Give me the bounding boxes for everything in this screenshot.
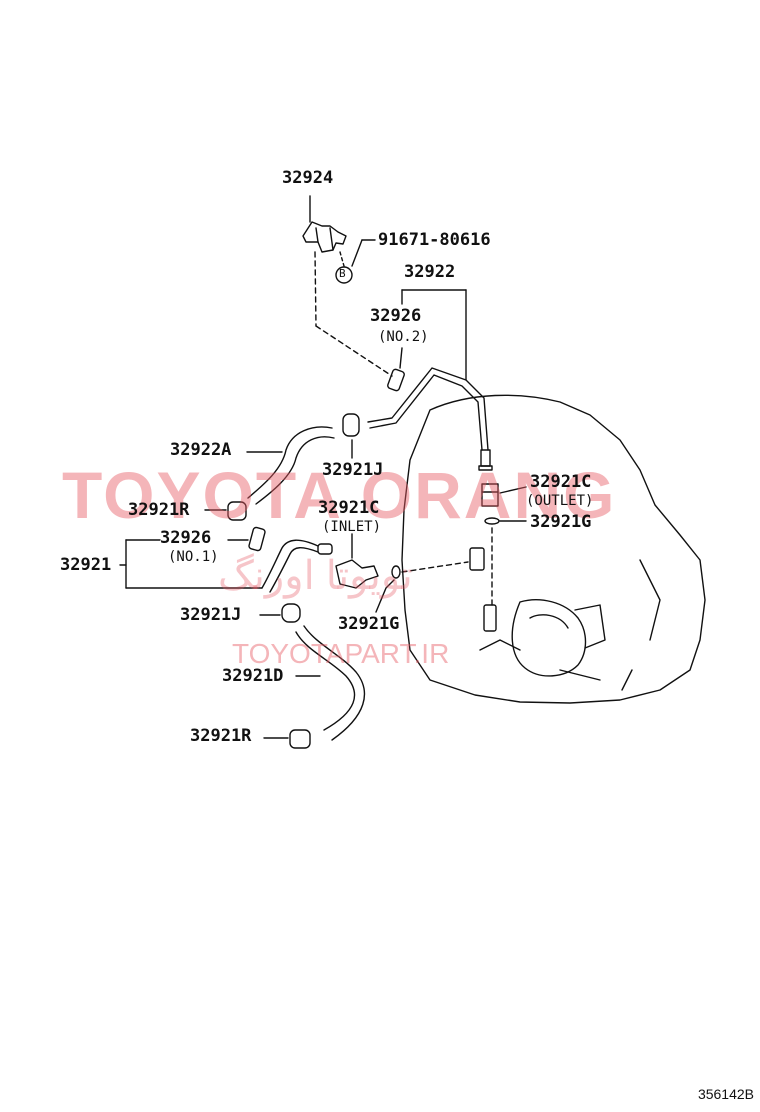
label-32921D: 32921D — [222, 666, 284, 686]
bolt-b — [335, 239, 376, 284]
watermark-brand: TOYOTA ORANG — [62, 458, 617, 532]
watermark-persian: تویوتا اورنگ — [218, 554, 413, 598]
clip-32921J-top — [342, 413, 360, 459]
fitting-32921C-outlet — [481, 483, 527, 507]
label-outlet: (OUTLET) — [526, 493, 594, 509]
clip-32921R-bottom — [263, 729, 311, 749]
label-32921J-bottom: 32921J — [180, 605, 242, 625]
pipe-32922 — [367, 367, 493, 471]
label-32921R-top: 32921R — [128, 500, 190, 520]
label-32922A: 32922A — [170, 440, 232, 460]
label-inlet: (INLET) — [322, 519, 382, 535]
label-91671-80616: 91671-80616 — [378, 230, 491, 250]
washer-32921G-bottom — [375, 561, 469, 613]
hose-32921D — [295, 625, 365, 741]
clip-32921J-bottom — [259, 603, 301, 623]
leader-32921 — [119, 539, 263, 589]
label-bolt-b: B — [339, 267, 346, 280]
label-32921G-right: 32921G — [530, 512, 592, 532]
label-32926-no2: 32926 — [370, 306, 422, 326]
label-32921C-outlet: 32921C — [530, 472, 592, 492]
label-32922: 32922 — [404, 262, 456, 282]
hose-32926-no1 — [227, 526, 266, 552]
label-32926-no1: 32926 — [160, 528, 212, 548]
figure-code: 356142B — [697, 1086, 754, 1102]
label-32921G-bottom: 32921G — [338, 614, 400, 634]
label-no1: (NO.1) — [168, 549, 219, 565]
pipe-32921 — [261, 539, 333, 593]
clip-32921R-top — [204, 501, 247, 521]
label-32921R-bottom: 32921R — [190, 726, 252, 746]
watermark-url: TOYOTAPART.IR — [232, 638, 450, 669]
bracket-32924 — [302, 195, 347, 253]
hose-32926-no2 — [387, 347, 405, 392]
fitting-32921C-inlet — [335, 533, 379, 589]
label-32921: 32921 — [60, 555, 112, 575]
label-32924: 32924 — [282, 168, 334, 188]
leader-32922 — [401, 289, 467, 381]
label-32921J-top: 32921J — [322, 460, 384, 480]
hose-32922A — [246, 426, 335, 505]
washer-32921G-right — [484, 517, 527, 607]
label-32921C-inlet: 32921C — [318, 498, 380, 518]
label-no2: (NO.2) — [378, 329, 429, 345]
